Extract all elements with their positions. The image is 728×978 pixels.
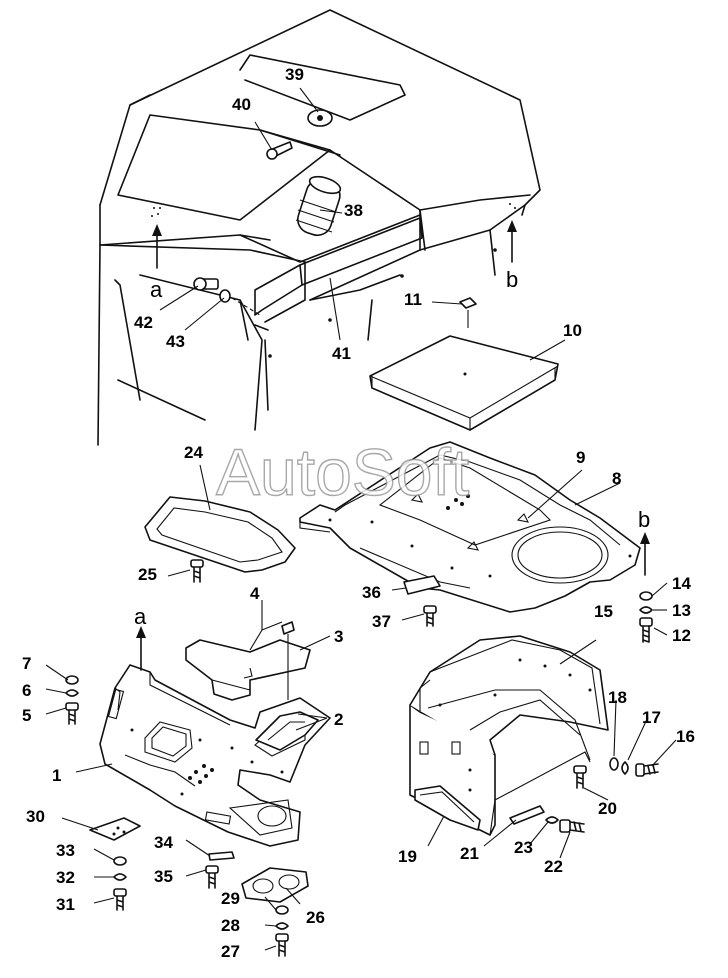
part-number-label: 30: [26, 807, 45, 826]
part-number-label: 34: [154, 833, 173, 852]
part-7-washer: [65, 675, 79, 685]
part-number-label: 38: [344, 201, 363, 220]
part-34-clip: [208, 851, 235, 861]
part-20-bolt: [573, 765, 587, 789]
part-number-label: 1: [52, 766, 61, 785]
part-32-lockwasher: [113, 873, 127, 881]
part-number-label: 36: [362, 583, 381, 602]
part-number-label: 25: [138, 565, 157, 584]
part-number-label: 8: [612, 469, 621, 488]
part-number-label: 29: [221, 889, 240, 908]
part-13-lockwasher: [639, 606, 653, 614]
part-36-clip: [403, 575, 441, 595]
part-1-floor-frame: [99, 664, 331, 847]
part-number-label: 9: [576, 448, 585, 467]
part-16-bolt: [635, 763, 659, 777]
reference-label-b-top: b: [506, 267, 518, 292]
part-8-floor-mat: [299, 441, 641, 613]
part-number-label: 22: [544, 857, 563, 876]
part-31-bolt: [113, 888, 127, 911]
part-25-bolt: [190, 559, 204, 583]
part-17-lockwasher: [621, 761, 629, 775]
reference-label-a-lower: a: [134, 604, 147, 629]
part-33-washer: [113, 856, 127, 866]
part-number-label: 4: [250, 584, 260, 603]
part-number-label: 7: [22, 654, 31, 673]
part-38-cylinder: [295, 175, 342, 237]
part-number-label: 18: [608, 688, 627, 707]
part-11-clip: [459, 297, 477, 328]
part-28-lockwasher: [275, 922, 289, 930]
part-4-clip: [281, 621, 295, 700]
part-37-bolt: [423, 605, 437, 627]
part-number-label: 12: [672, 626, 691, 645]
part-2-bracket: [255, 711, 319, 751]
part-number-label: 23: [514, 838, 533, 857]
part-24-mat: [144, 496, 296, 573]
part-number-label: 40: [232, 95, 251, 114]
watermark: AutoSoft: [216, 435, 469, 509]
part-number-label: 13: [672, 601, 691, 620]
part-number-label: 31: [56, 895, 75, 914]
part-number-label: 33: [56, 841, 75, 860]
part-22-bolt: [559, 819, 585, 833]
part-39-lamp: [307, 109, 333, 127]
part-35-bolt: [205, 865, 219, 889]
part-number-label: 42: [134, 313, 153, 332]
part-30-cover: [89, 817, 141, 841]
part-number-label: 5: [22, 706, 31, 725]
part-number-label: 37: [372, 612, 391, 631]
leader-lines: [45, 87, 677, 951]
part-number-label: 32: [56, 868, 75, 887]
part-19-rail: [414, 785, 481, 831]
part-10-plate: [369, 335, 559, 431]
part-27-bolt: [275, 933, 289, 957]
reference-arrow-b-lower: [640, 532, 650, 576]
part-26-gasket: [241, 867, 309, 903]
part-42-bolt: [193, 277, 219, 291]
reference-arrow-b-top: [507, 203, 517, 263]
part-12-bolt: [639, 617, 653, 643]
part-number-label: 26: [306, 908, 325, 927]
reference-label-a-top: a: [150, 277, 163, 302]
part-number-label: 20: [598, 799, 617, 818]
part-18-washer: [609, 757, 619, 771]
part-number-label: 39: [285, 65, 304, 84]
reference-arrow-a-top: [151, 207, 162, 269]
part-5-bolt: [65, 702, 79, 725]
part-6-lockwasher: [65, 689, 79, 697]
part-number-label: 11: [404, 290, 422, 309]
part-number-label: 28: [221, 916, 240, 935]
part-number-label: 15: [594, 602, 613, 621]
part-number-label: 6: [22, 681, 31, 700]
part-number-label: 24: [184, 443, 203, 462]
part-40-knob: [266, 141, 293, 160]
part-number-label: 16: [676, 727, 695, 746]
part-3-plate: [185, 639, 311, 701]
part-number-label: 2: [334, 710, 343, 729]
part-number-label: 27: [221, 942, 240, 961]
cab-body: [97, 9, 541, 446]
part-number-label: 14: [672, 574, 691, 593]
part-29-washer: [275, 905, 289, 915]
part-number-label: 35: [154, 867, 173, 886]
part-43-washer: [219, 289, 261, 316]
part-number-label: 17: [642, 708, 661, 727]
part-number-label: 10: [563, 321, 582, 340]
reference-arrow-a-lower: [136, 626, 146, 671]
part-number-label: 43: [166, 332, 185, 351]
part-14-washer: [639, 591, 653, 601]
part-number-label: 19: [398, 847, 417, 866]
part-23-washer: [545, 816, 559, 824]
part-number-label: 3: [334, 627, 343, 646]
reference-label-b-lower: b: [638, 507, 650, 532]
part-number-label: 21: [460, 844, 479, 863]
part-number-label: 41: [332, 344, 351, 363]
